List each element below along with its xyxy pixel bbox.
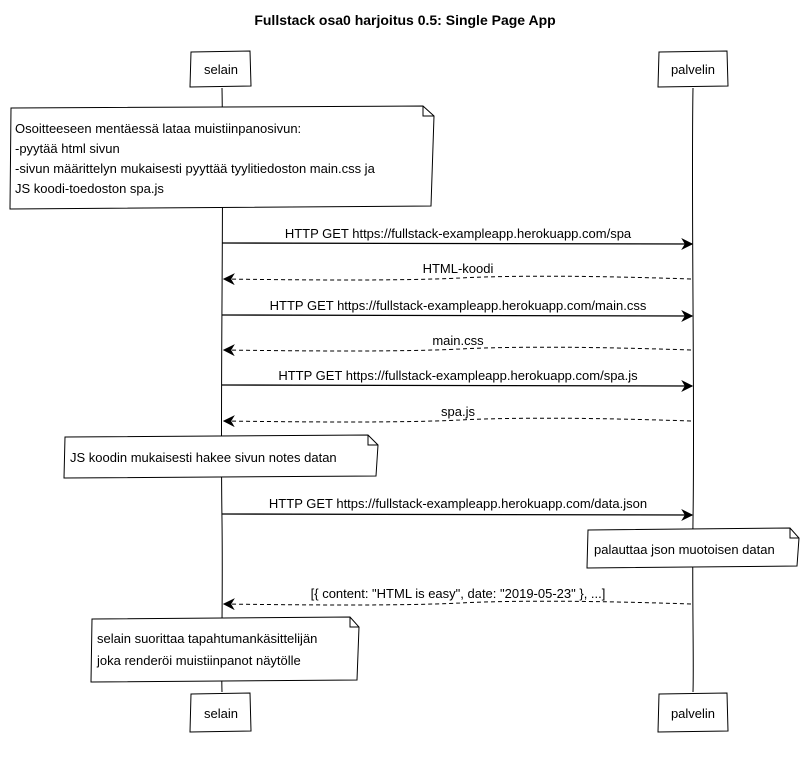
participant-palvelin-bottom: palvelin <box>657 692 729 733</box>
message-label-main-css: main.css <box>432 333 484 348</box>
message-label-get-spa-js: HTTP GET https://fullstack-exampleapp.he… <box>278 368 638 383</box>
message-arrow-get-main-css <box>221 309 694 322</box>
participant-selain-bottom: selain <box>189 692 252 733</box>
message-arrow-get-spa-js <box>221 379 694 392</box>
message-arrow-json-data <box>222 598 692 611</box>
note-intro: Osoitteeseen mentäessä lataa muistiinpan… <box>9 105 435 210</box>
message-arrow-get-data-json <box>221 508 694 521</box>
message-label-get-spa: HTTP GET https://fullstack-exampleapp.he… <box>285 226 632 241</box>
note-render-line-2: joka renderöi muistiinpanot näytölle <box>96 653 301 668</box>
note-intro-line-3: -sivun määrittelyn mukaisesti pyyttää ty… <box>15 161 376 176</box>
lifeline-palvelin <box>691 87 695 693</box>
note-intro-line-4: JS koodi-toedoston spa.js <box>15 181 164 196</box>
participant-palvelin-bottom-label: palvelin <box>671 706 715 721</box>
participant-palvelin-top-label: palvelin <box>671 62 715 77</box>
participant-selain-top: selain <box>189 50 252 88</box>
note-js-fetch: JS koodin mukaisesti hakee sivun notes d… <box>63 434 379 479</box>
diagram-title: Fullstack osa0 harjoitus 0.5: Single Pag… <box>254 12 555 28</box>
message-label-json-data: [{ content: "HTML is easy", date: "2019-… <box>311 586 606 601</box>
note-render-line-1: selain suorittaa tapahtumankäsittelijän <box>97 631 317 646</box>
note-server-json: palauttaa json muotoisen datan <box>586 527 800 569</box>
participant-palvelin-top: palvelin <box>657 50 729 88</box>
participant-selain-top-label: selain <box>204 62 238 77</box>
message-label-html-koodi: HTML-koodi <box>423 261 494 276</box>
message-arrow-spa-js <box>222 415 692 428</box>
note-server-json-line-1: palauttaa json muotoisen datan <box>594 542 775 557</box>
message-label-spa-js: spa.js <box>441 404 475 419</box>
note-intro-line-1: Osoitteeseen mentäessä lataa muistiinpan… <box>15 121 301 136</box>
message-arrow-html-koodi <box>222 273 692 286</box>
note-render: selain suorittaa tapahtumankäsittelijän … <box>90 616 360 683</box>
note-js-fetch-line-1: JS koodin mukaisesti hakee sivun notes d… <box>70 450 337 465</box>
message-arrow-main-css <box>222 344 692 357</box>
note-intro-line-2: -pyytää html sivun <box>15 141 120 156</box>
participant-selain-bottom-label: selain <box>204 706 238 721</box>
message-label-get-data-json: HTTP GET https://fullstack-exampleapp.he… <box>269 496 647 511</box>
message-arrow-get-spa <box>221 237 694 250</box>
message-label-get-main-css: HTTP GET https://fullstack-exampleapp.he… <box>270 298 647 313</box>
